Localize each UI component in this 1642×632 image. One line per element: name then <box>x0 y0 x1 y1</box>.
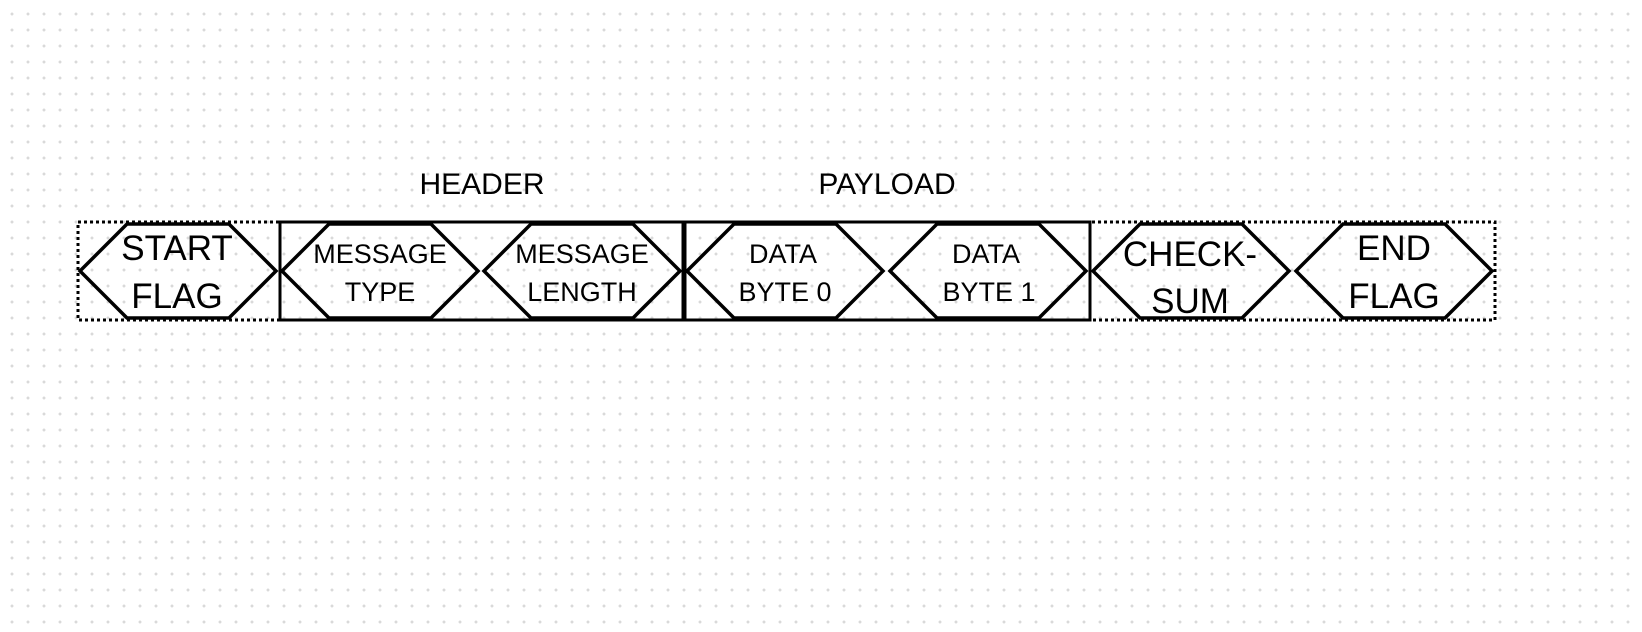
field-labels: START FLAG MESSAGE TYPE MESSAGE LENGTH D… <box>121 229 1439 321</box>
field-label-data-byte-0-line-2: BYTE 0 <box>738 277 831 307</box>
group-label-header: HEADER <box>419 168 544 201</box>
field-shape-checksum <box>1090 222 1292 320</box>
field-shapes <box>77 222 1495 320</box>
field-label-message-type-line-2: TYPE <box>345 277 416 307</box>
field-label-end-flag-line-1: END <box>1357 229 1431 268</box>
field-label-checksum-line-2: SUM <box>1151 282 1229 321</box>
field-label-start-flag-line-2: FLAG <box>131 277 222 316</box>
field-label-message-length-line-2: LENGTH <box>527 277 637 307</box>
group-label-payload: PAYLOAD <box>818 168 955 201</box>
field-shape-data-byte-0 <box>684 222 886 320</box>
field-label-message-type-line-1: MESSAGE <box>313 239 447 269</box>
field-label-checksum-line-1: CHECK- <box>1123 235 1257 274</box>
field-label-data-byte-0-line-1: DATA <box>749 239 817 269</box>
field-shape-data-byte-1 <box>887 222 1089 320</box>
field-shape-message-length <box>481 222 683 320</box>
field-shape-start-flag <box>77 222 279 320</box>
field-label-message-length-line-1: MESSAGE <box>515 239 649 269</box>
field-label-start-flag-line-1: START <box>121 229 233 268</box>
field-shape-end-flag <box>1293 222 1495 320</box>
field-label-data-byte-1-line-2: BYTE 1 <box>942 277 1035 307</box>
field-label-end-flag-line-2: FLAG <box>1348 277 1439 316</box>
field-shape-message-type <box>279 222 481 320</box>
field-label-data-byte-1-line-1: DATA <box>952 239 1020 269</box>
